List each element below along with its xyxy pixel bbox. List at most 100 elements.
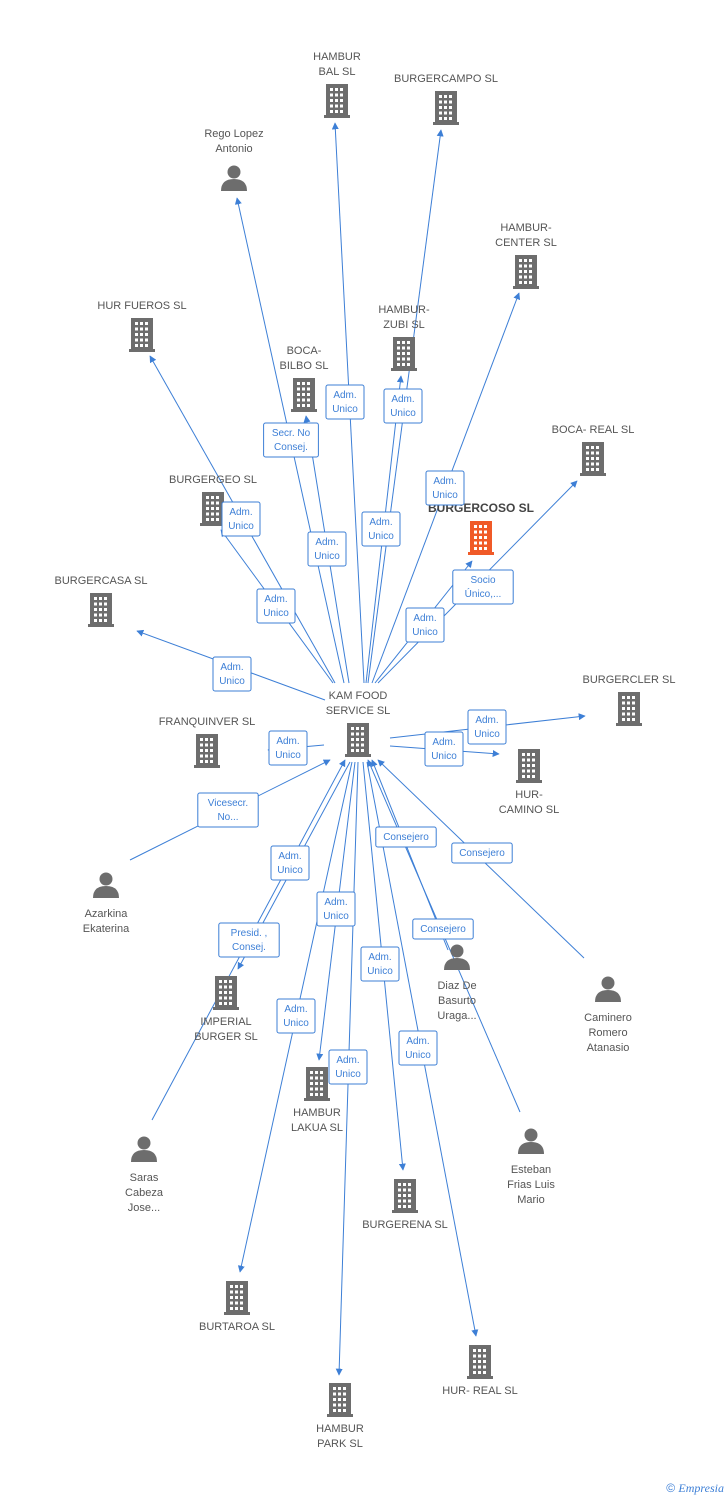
edge-label-text: Unico (283, 1018, 309, 1029)
edge-label-text: Vicesecr. (208, 798, 248, 809)
node-hzubi[interactable]: HAMBUR-ZUBI SL (378, 304, 430, 371)
edge-label[interactable]: Adm.Unico (325, 384, 365, 420)
edge-label-text: Unico (405, 1050, 431, 1061)
node-breal[interactable]: BOCA- REAL SL (552, 424, 635, 476)
edge-label[interactable]: Adm.Unico (424, 731, 464, 767)
edge-label-text: Adm. (315, 537, 338, 548)
edge-label[interactable]: Adm.Unico (256, 588, 296, 624)
node-bbilbo[interactable]: BOCA- BILBO SL (280, 345, 329, 412)
edge-label-text: Consejero (383, 832, 429, 843)
node-burtaroa[interactable]: BURTAROA SL (199, 1281, 275, 1333)
node-hfueros[interactable]: HUR FUEROS SL (97, 300, 187, 352)
edge-label[interactable]: Adm.Unico (361, 511, 401, 547)
person-icon (518, 1128, 544, 1154)
edge-label[interactable]: Adm.Unico (316, 891, 356, 927)
node-label: IMPERIAL (200, 1016, 251, 1028)
node-bgeo[interactable]: BURGERGEO SL (169, 474, 257, 526)
node-saras[interactable]: SarasCabezaJose... (125, 1136, 164, 1215)
node-label: FRANQUINVER SL (159, 716, 256, 728)
node-diaz[interactable]: Diaz DeBasurtoUraga... (437, 944, 477, 1023)
edge-label[interactable]: Consejero (412, 918, 474, 940)
edge-label[interactable]: Adm.Unico (398, 1030, 438, 1066)
node-bcasa[interactable]: BURGERCASA SL (55, 575, 148, 627)
edge-label-box (412, 918, 474, 940)
building-icon (291, 378, 317, 412)
edge-label-text: Adm. (333, 390, 356, 401)
person-icon (131, 1136, 157, 1162)
edge-label-text: Consej. (232, 942, 266, 953)
edge-label-box (383, 388, 423, 424)
edge-label-text: Secr. No (272, 428, 311, 439)
edge-label[interactable]: Adm.Unico (276, 998, 316, 1034)
node-bcoso[interactable]: BURGERCOSO SL (428, 501, 534, 555)
edge-label-text: Adm. (276, 736, 299, 747)
edge-label-box (268, 730, 308, 766)
edge-label[interactable]: Presid. , Consej. (218, 922, 280, 958)
node-hcenter[interactable]: HAMBUR-CENTER SL (495, 222, 557, 289)
node-label: Atanasio (587, 1042, 630, 1054)
node-label: HUR- REAL SL (442, 1385, 517, 1397)
edge-label-box (361, 511, 401, 547)
edge-label[interactable]: Adm.Unico (425, 470, 465, 506)
edge-label-text: Adm. (336, 1055, 359, 1066)
edge-label[interactable]: Consejero (375, 826, 437, 848)
edge-label[interactable]: Adm.Unico (307, 531, 347, 567)
edge-label-box (328, 1049, 368, 1085)
node-label: Saras (130, 1172, 159, 1184)
node-label: BURGERENA SL (362, 1219, 448, 1231)
node-label: BURGERCLER SL (583, 674, 676, 686)
node-label: BILBO SL (280, 360, 329, 372)
edge-label-text: Unico (323, 911, 349, 922)
building-icon (304, 1067, 330, 1101)
node-label: Diaz De (437, 980, 476, 992)
node-hcamino[interactable]: HUR-CAMINO SL (499, 749, 560, 816)
edge-label[interactable]: Consejero (451, 842, 513, 864)
node-bcampo[interactable]: BURGERCAMPO SL (394, 73, 498, 125)
node-label: HUR- (515, 789, 543, 801)
node-label: HAMBUR- (378, 304, 430, 316)
node-bcler[interactable]: BURGERCLER SL (583, 674, 676, 726)
edge-label-text: Adm. (229, 507, 252, 518)
building-icon (433, 91, 459, 125)
node-label: Caminero (584, 1012, 632, 1024)
node-franq[interactable]: FRANQUINVER SL (159, 716, 256, 768)
edge-label[interactable]: Adm.Unico (221, 501, 261, 537)
building-icon (194, 734, 220, 768)
node-label: BOCA- REAL SL (552, 424, 635, 436)
edge-label[interactable]: Adm.Unico (383, 388, 423, 424)
edge-label[interactable]: Adm.Unico (270, 845, 310, 881)
node-hreal[interactable]: HUR- REAL SL (442, 1345, 518, 1397)
edge-label-text: Consejero (459, 848, 505, 859)
edge-label[interactable]: Adm.Unico (328, 1049, 368, 1085)
edge-label-text: Unico (277, 865, 303, 876)
edge-label-box (451, 842, 513, 864)
edge-label-text: Adm. (413, 613, 436, 624)
edge-label[interactable]: Adm.Unico (212, 656, 252, 692)
edge-label[interactable]: Adm.Unico (467, 709, 507, 745)
edge-label[interactable]: Adm.Unico (360, 946, 400, 982)
edge-label[interactable]: Adm.Unico (405, 607, 445, 643)
node-label: BOCA- (287, 345, 322, 357)
building-icon (580, 442, 606, 476)
copyright-symbol: © (666, 1481, 676, 1495)
node-bgerena[interactable]: BURGERENA SL (362, 1179, 448, 1231)
edge-label[interactable]: Adm.Unico (268, 730, 308, 766)
edge-label[interactable]: SocioÚnico,... (452, 569, 514, 605)
edge-label-box (256, 588, 296, 624)
edge-label[interactable]: Vicesecr.No... (197, 792, 259, 828)
building-icon (88, 593, 114, 627)
edge-label-text: Presid. , (231, 928, 268, 939)
building-icon (467, 1345, 493, 1379)
